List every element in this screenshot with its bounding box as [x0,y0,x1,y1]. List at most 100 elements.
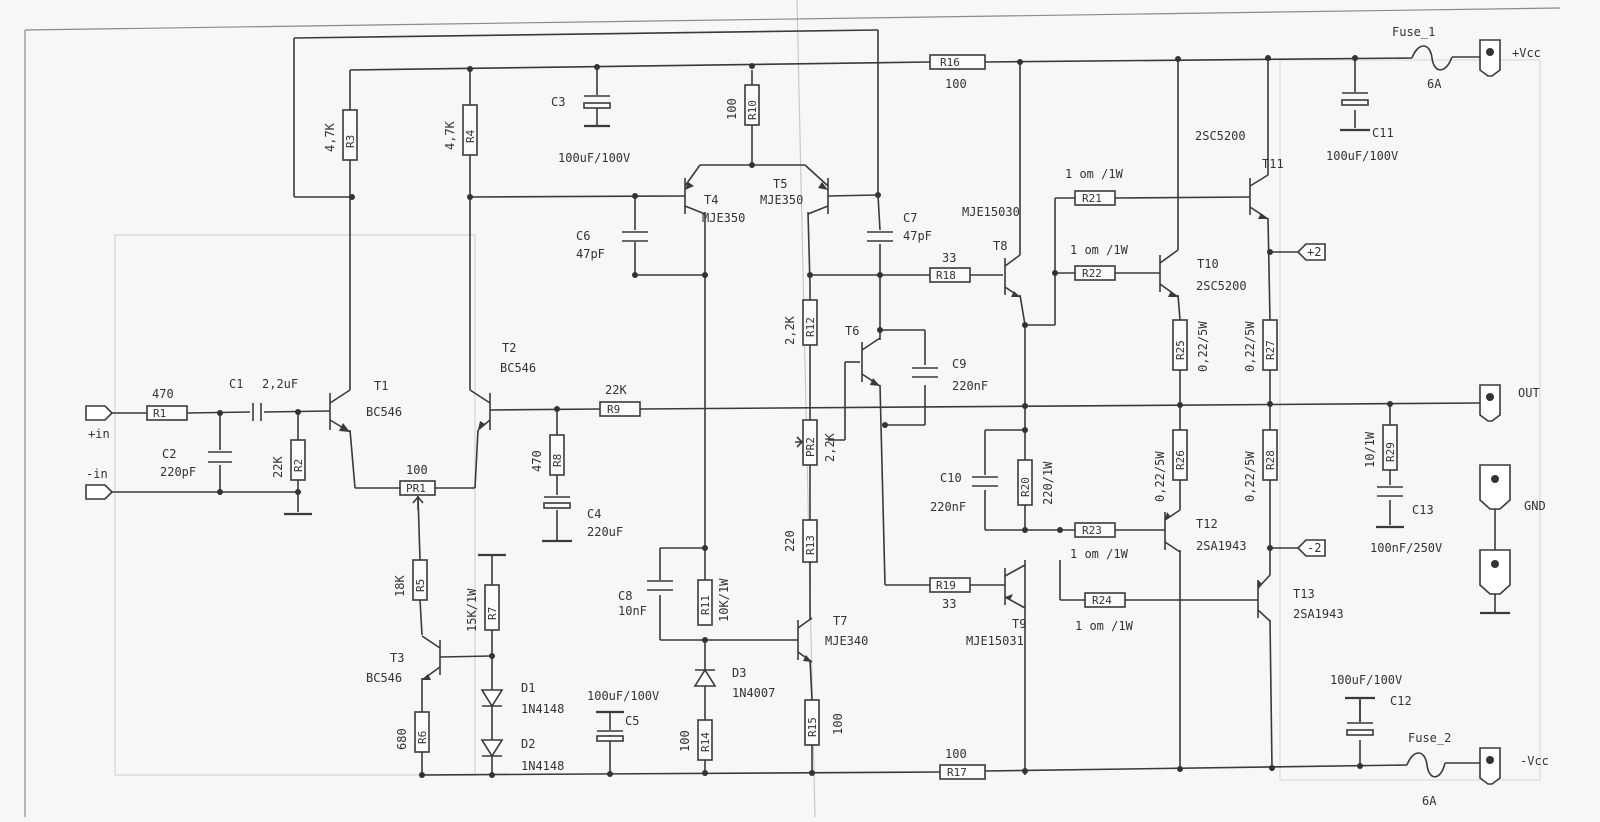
gnd-label: GND [1524,499,1546,513]
r22-value: 1 om /1W [1070,243,1129,257]
r23-ref: R23 [1082,524,1102,537]
resistor-r19: R19 33 [929,577,971,611]
r27-value: 0,22/5W [1243,321,1257,372]
potentiometer-pr1: PR1 100 [399,463,436,510]
terminal-out: OUT [1479,384,1540,422]
resistor-r4: R4 4,7K [443,104,478,156]
fuse-2-value: 6A [1422,794,1437,808]
d1-ref: D1 [521,681,535,695]
r12-value: 2,2K [783,315,797,345]
r4-ref: R4 [464,129,477,143]
capacitor-c1: C1 2,2uF [229,377,298,421]
transistor-t6: T6 [845,324,881,387]
c10-value: 220nF [930,500,966,514]
r14-value: 100 [678,730,692,752]
capacitor-c13: C13 100nF/250V [1370,486,1442,555]
terminal-in-neg: -in [85,467,114,500]
r13-ref: R13 [804,535,817,555]
out-label: OUT [1518,386,1540,400]
r5-value: 18K [393,575,407,597]
r10-value: 100 [725,98,739,120]
r15-ref: R15 [806,717,819,737]
c4-ref: C4 [587,507,601,521]
c11-value: 100uF/100V [1326,149,1398,163]
c12-ref: C12 [1390,694,1412,708]
r8-value: 470 [530,450,544,472]
transistor-t13: T13 2SA1943 [1257,574,1344,622]
t11-part: 2SC5200 [1195,129,1246,143]
r17-value: 100 [945,747,967,761]
r29-value: 10/1W [1363,431,1377,468]
r11-ref: R11 [699,595,712,615]
resistor-r18: R18 33 [929,251,971,283]
capacitor-c11: C11 100uF/100V [1326,92,1398,163]
resistor-r24: R24 1 om /1W [1075,592,1134,633]
c5-ref: C5 [625,714,639,728]
t13-ref: T13 [1293,587,1315,601]
terminal-vcc-pos: +Vcc [1479,39,1541,77]
capacitor-c7: C7 47pF [867,211,932,243]
capacitor-c2: C2 220pF [160,447,232,479]
t7-part: MJE340 [825,634,868,648]
resistor-r17: R17 100 [939,747,986,780]
r5-ref: R5 [414,579,427,592]
resistor-r1: R1 470 [146,387,188,421]
t2-ref: T2 [502,341,516,355]
transistor-t3: T3 BC546 [366,635,441,685]
resistor-r25: R25 0,22/5W [1172,319,1210,372]
r8-ref: R8 [551,454,564,467]
capacitor-c12: C12 100uF/100V [1330,673,1412,736]
resistor-r13: R13 220 [783,519,818,563]
r20-value: 220/1W [1041,461,1055,505]
transistor-t5: T5 MJE350 [760,164,829,215]
net-flag-minus2: -2 [1296,539,1326,557]
capacitor-c5: C5 100uF/100V [587,689,659,742]
r26-ref: R26 [1174,450,1187,470]
transistor-t4: T4 MJE350 [684,164,745,225]
t8-ref: T8 [993,239,1007,253]
d3-ref: D3 [732,666,746,680]
capacitor-c6: C6 47pF [576,229,648,261]
d2-part: 1N4148 [521,759,564,773]
r25-value: 0,22/5W [1196,321,1210,372]
t6-ref: T6 [845,324,859,338]
r19-value: 33 [942,597,956,611]
c3-value: 100uF/100V [558,151,630,165]
in-neg-label: -in [86,467,108,481]
t4-part: MJE350 [702,211,745,225]
c8-ref: C8 [618,589,632,603]
transistor-t8: T8 MJE15030 [962,205,1021,298]
c7-value: 47pF [903,229,932,243]
c13-value: 100nF/250V [1370,541,1442,555]
r28-ref: R28 [1264,450,1277,470]
c5-value: 100uF/100V [587,689,659,703]
resistor-r8: R8 470 [530,434,565,476]
r16-value: 100 [945,77,967,91]
transistor-t11: T11 2SC5200 [1195,129,1284,220]
transistor-t1: T1 BC546 [329,379,402,433]
r23-value: 1 om /1W [1070,547,1129,561]
r21-value: 1 om /1W [1065,167,1124,181]
pr1-value: 100 [406,463,428,477]
fuse-2-ref: Fuse_2 [1408,731,1451,745]
resistor-r2: R2 22K [271,439,306,481]
resistor-r21: R21 1 om /1W [1065,167,1124,206]
pr1-ref: PR1 [406,482,426,495]
r22-ref: R22 [1082,267,1102,280]
capacitor-c3: C3 100uF/100V [551,67,630,165]
r3-value: 4,7K [323,122,337,152]
resistor-r3: R3 4,7K [323,109,358,161]
t8-part: MJE15030 [962,205,1020,219]
c13-ref: C13 [1412,503,1434,517]
resistor-r11: R11 10K/1W [697,578,731,626]
t5-ref: T5 [773,177,787,191]
transistor-t10: T10 2SC5200 [1159,249,1247,298]
terminal-vcc-neg: -Vcc [1479,747,1549,785]
r11-value: 10K/1W [717,578,731,622]
resistor-r22: R22 1 om /1W [1070,243,1129,281]
t9-ref: T9 [1012,617,1026,631]
c2-value: 220pF [160,465,196,479]
t2-part: BC546 [500,361,536,375]
